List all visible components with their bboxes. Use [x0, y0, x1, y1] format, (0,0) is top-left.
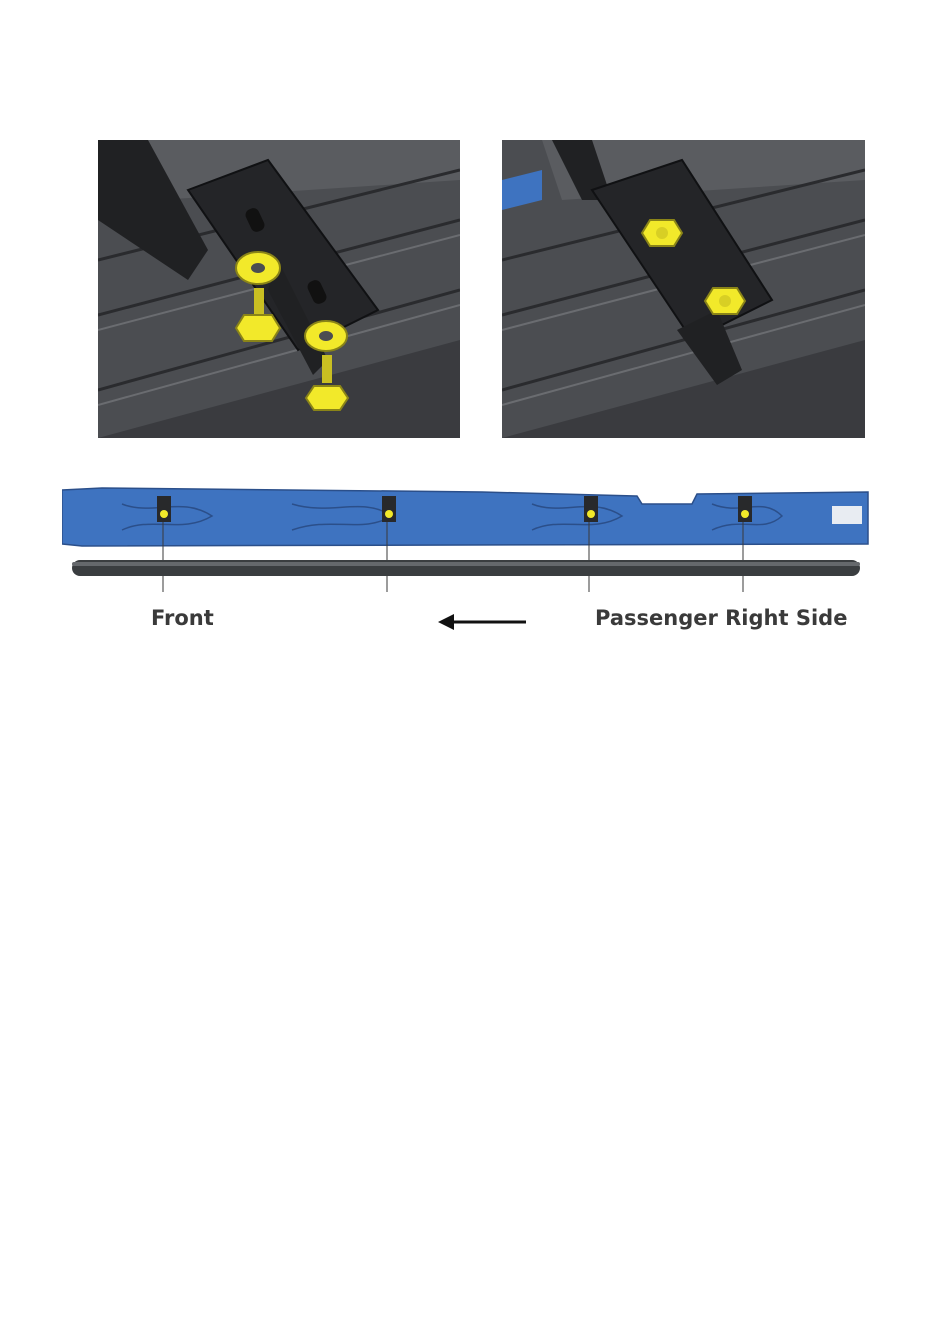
front-label: Front	[151, 606, 214, 630]
installed-hardware-illustration	[502, 140, 865, 438]
direction-arrow-icon	[436, 612, 528, 632]
passenger-side-label: Passenger Right Side	[595, 606, 847, 630]
detail-exploded-hardware	[98, 140, 460, 438]
exploded-hardware-illustration	[98, 140, 460, 438]
rail-side-view	[62, 486, 872, 596]
detail-installed-hardware	[502, 140, 865, 438]
rail-illustration	[62, 486, 872, 596]
